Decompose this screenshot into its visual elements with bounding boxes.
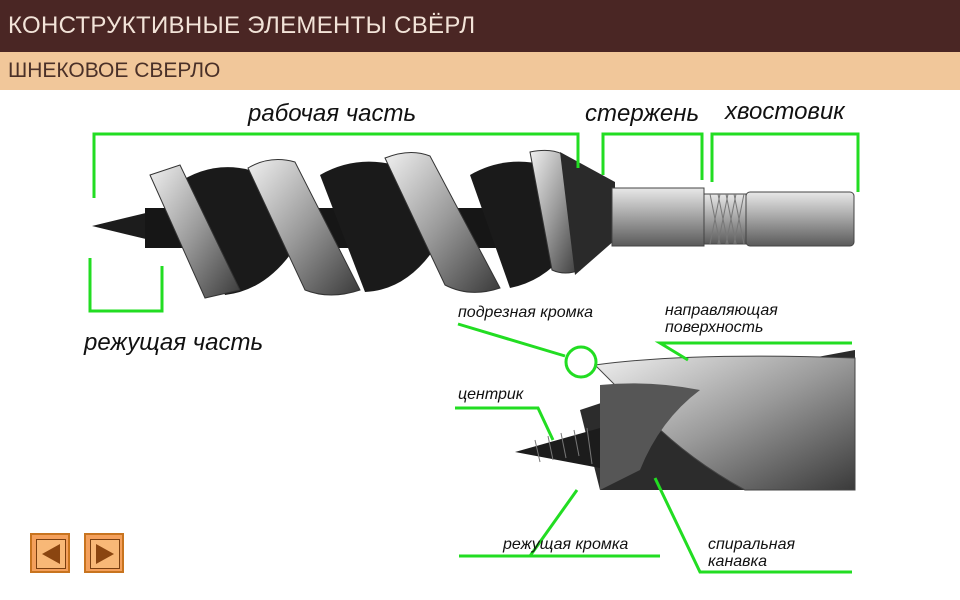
- line-scoring-edge: [457, 322, 566, 358]
- closeup-screw: [515, 427, 600, 468]
- drill-illustration: [88, 132, 860, 574]
- screw-tip: [92, 212, 150, 240]
- closeup-lip: [600, 383, 700, 490]
- cone-transition: [560, 152, 615, 275]
- spiral-flight-1: [149, 164, 241, 299]
- label-guide-surface-1: направляющая: [665, 302, 778, 319]
- annotation-brackets-top: [88, 132, 860, 313]
- hex-tail: [745, 191, 855, 247]
- subtitle-bar: ШНЕКОВОЕ СВЕРЛО: [0, 52, 960, 90]
- line-spiral-groove: [653, 477, 852, 574]
- bracket-tail: [710, 132, 860, 192]
- label-guide-surface-2: поверхность: [665, 319, 764, 336]
- content-area: рабочая часть стержень хвостовик режущая…: [0, 90, 960, 600]
- next-slide-button[interactable]: [84, 533, 124, 573]
- spiral-flight-3: [384, 152, 501, 293]
- label-scoring-edge: подрезная кромка: [458, 304, 594, 321]
- drill-closeup: [515, 350, 856, 491]
- knurled-collar: [703, 193, 747, 245]
- triangle-left-icon: [42, 544, 60, 564]
- triangle-right-icon: [96, 544, 114, 564]
- spiral-flight-2: [247, 159, 361, 296]
- scoring-edge-circle: [564, 345, 598, 379]
- bracket-cutting-part: [88, 258, 164, 313]
- title-bar: КОНСТРУКТИВНЫЕ ЭЛЕМЕНТЫ СВЁРЛ: [0, 0, 960, 52]
- label-spiral-groove-2: канавка: [708, 553, 767, 570]
- annotation-lines-bottom: [455, 322, 852, 574]
- line-cutting-edge-arrow: [528, 489, 579, 557]
- label-center-point: центрик: [458, 386, 524, 403]
- prev-slide-button[interactable]: [30, 533, 70, 573]
- label-spiral-groove-1: спиральная: [708, 536, 796, 553]
- auger-drill-top: [92, 149, 855, 299]
- shank-rod: [611, 187, 705, 247]
- bracket-shank-rod: [601, 132, 704, 180]
- label-shank-rod: стержень: [585, 100, 700, 127]
- line-center-point: [455, 406, 555, 441]
- page-title: КОНСТРУКТИВНЫЕ ЭЛЕМЕНТЫ СВЁРЛ: [8, 12, 476, 39]
- bracket-working-part: [92, 132, 580, 198]
- label-cutting-edge: режущая кромка: [503, 536, 629, 553]
- label-cutting-part: режущая часть: [84, 329, 264, 356]
- line-guide-surface: [654, 341, 852, 362]
- label-working-part: рабочая часть: [248, 100, 417, 127]
- page-subtitle: ШНЕКОВОЕ СВЕРЛО: [8, 59, 221, 82]
- label-shank-tail: хвостовик: [725, 98, 845, 125]
